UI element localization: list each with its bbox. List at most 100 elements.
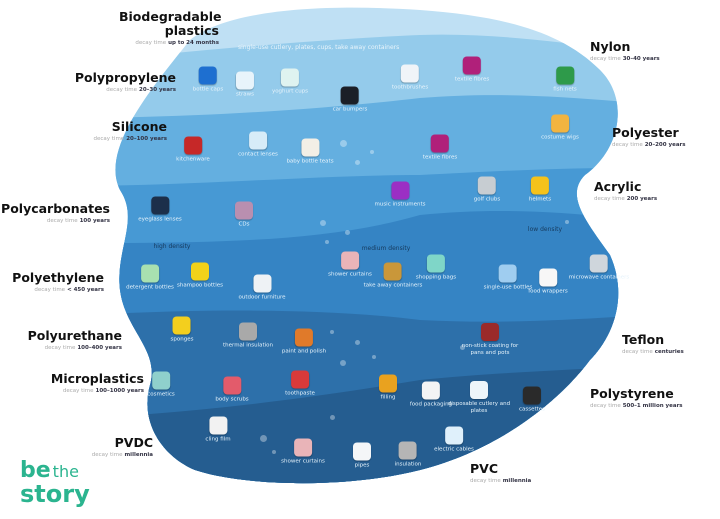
paint-can-icon bbox=[294, 328, 313, 347]
bubble bbox=[355, 340, 360, 345]
shopping-bag-icon bbox=[426, 254, 445, 273]
item-baby-bottle-teats: baby bottle teats bbox=[286, 138, 334, 166]
toothbrush-icon bbox=[401, 64, 419, 83]
bubble bbox=[340, 140, 347, 147]
item-label: eyeglass lenses bbox=[138, 216, 182, 223]
item-filling: filling bbox=[379, 374, 397, 402]
decay-prefix: decay time bbox=[594, 196, 625, 202]
decay-value: < 450 years bbox=[67, 287, 104, 293]
density-label-low: low density bbox=[527, 226, 563, 233]
item-contact-lenses: contact lenses bbox=[238, 131, 278, 159]
item-paint-and-polish: paint and polish bbox=[281, 328, 327, 356]
category-name: Silicone bbox=[111, 119, 167, 134]
decay-prefix: decay time bbox=[34, 287, 66, 293]
item-label: electric cables bbox=[434, 446, 474, 453]
decay-value: 20–200 years bbox=[644, 142, 686, 148]
item-kitchenware: kitchenware bbox=[176, 136, 210, 164]
decay-time: decay time< 450 years bbox=[12, 287, 104, 293]
item-label: baby bottle teats bbox=[286, 158, 334, 165]
item-label: shampoo bottles bbox=[177, 282, 223, 289]
item-golf-clubs: golf clubs bbox=[474, 176, 500, 204]
item-cling-film: cling film bbox=[205, 416, 231, 444]
item-label: cling film bbox=[205, 436, 231, 443]
bubble bbox=[330, 415, 335, 420]
item-label: toothpaste bbox=[285, 390, 315, 397]
logo-be: be bbox=[20, 458, 51, 483]
item-label: paint and polish bbox=[281, 348, 327, 355]
clothes-icon bbox=[430, 134, 449, 153]
item-eyeglass-lenses: eyeglass lenses bbox=[138, 196, 182, 224]
item-body-scrubs: body scrubs bbox=[215, 376, 249, 404]
item-label: costume wigs bbox=[541, 134, 579, 141]
decay-prefix: decay time bbox=[135, 40, 167, 46]
item-label: non-stick coating for pans and pots bbox=[461, 343, 519, 356]
item-textile-fibres: textile fibres bbox=[454, 56, 490, 84]
item-costume-wigs: costume wigs bbox=[541, 114, 579, 142]
item-detergent-bottles: detergent bottles bbox=[126, 264, 174, 292]
contact-lens-icon bbox=[249, 131, 267, 150]
item-label: sponges bbox=[170, 336, 194, 343]
item-label: textile fibres bbox=[454, 76, 490, 83]
helmet-icon bbox=[530, 176, 549, 195]
item-label: food wrappers bbox=[528, 288, 568, 295]
bottle-cap-icon bbox=[199, 66, 217, 85]
item-label: car bumpers bbox=[332, 106, 368, 113]
item-label: single-use bottles bbox=[483, 284, 533, 291]
item-label: helmets bbox=[528, 196, 552, 203]
bottle-icon bbox=[498, 264, 517, 283]
category-name: Polyethylene bbox=[12, 270, 104, 285]
category-name: PVC bbox=[470, 461, 499, 476]
item-fish-nets: fish nets bbox=[553, 66, 577, 94]
decay-value: 500–1 million years bbox=[622, 403, 683, 409]
item-label: cosmetics bbox=[147, 391, 175, 398]
item-shampoo-bottles: shampoo bottles bbox=[177, 262, 223, 290]
sponge-icon bbox=[172, 316, 191, 335]
decay-prefix: decay time bbox=[46, 218, 78, 224]
decay-prefix: decay time bbox=[44, 345, 76, 351]
item-label: fish nets bbox=[553, 86, 577, 93]
golf-club-icon bbox=[478, 176, 496, 195]
wig-icon bbox=[551, 114, 569, 133]
category-name: Acrylic bbox=[594, 179, 642, 194]
category-name: PVDC bbox=[114, 435, 153, 450]
decay-prefix: decay time bbox=[622, 349, 653, 355]
bubble bbox=[340, 360, 346, 366]
insulation-roll-icon bbox=[399, 441, 417, 460]
pan-icon bbox=[481, 323, 499, 341]
item-label: insulation bbox=[394, 461, 422, 468]
category-name: Polyester bbox=[612, 125, 679, 140]
density-label-medium: medium density bbox=[361, 245, 411, 252]
cling-film-icon bbox=[209, 416, 227, 435]
item-label: shower curtains bbox=[281, 458, 325, 465]
category-name: Nylon bbox=[590, 39, 631, 54]
filling-icon bbox=[379, 374, 397, 393]
item-label: bottle caps bbox=[192, 86, 224, 93]
item-toothpaste: toothpaste bbox=[285, 370, 315, 398]
container-icon bbox=[383, 262, 402, 281]
cable-icon bbox=[444, 426, 463, 445]
food-packaging-icon bbox=[422, 381, 440, 400]
logo-the: the bbox=[52, 462, 79, 481]
decay-value: 20–100 years bbox=[126, 136, 167, 142]
item-straws: straws bbox=[236, 71, 254, 99]
item-insulation: insulation bbox=[394, 441, 422, 469]
item-thermal-insulation: thermal insulation bbox=[223, 322, 273, 350]
item-label: outdoor furniture bbox=[238, 294, 286, 301]
category-name: Polycarbonates bbox=[1, 201, 110, 216]
item-textile-fibres: textile fibres bbox=[423, 134, 457, 162]
item-cosmetics: cosmetics bbox=[147, 371, 175, 399]
category-name: Polypropylene bbox=[74, 70, 176, 85]
